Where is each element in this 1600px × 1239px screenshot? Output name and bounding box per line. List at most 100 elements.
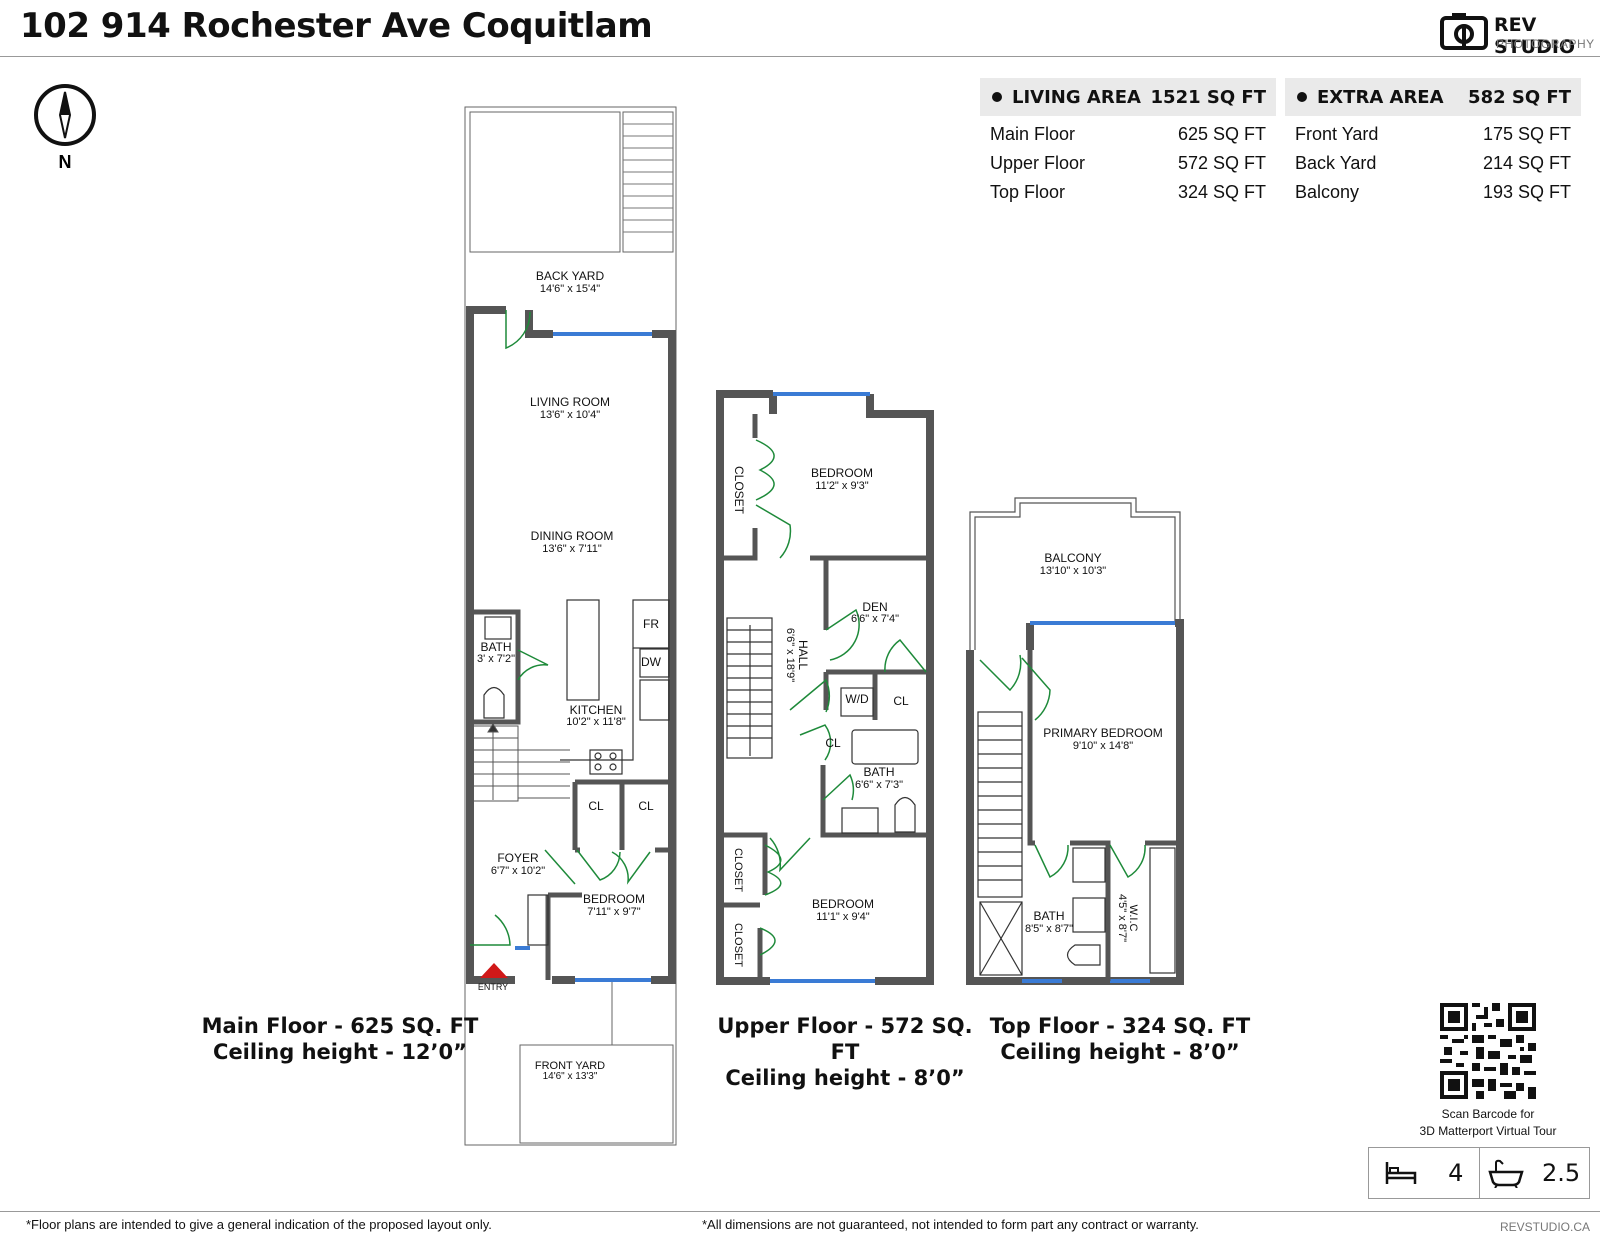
qr-caption-line: 3D Matterport Virtual Tour xyxy=(1419,1124,1557,1138)
door-swing xyxy=(822,773,855,801)
room-label: KITCHEN xyxy=(570,703,623,717)
room-dimension: 13'10" x 10'3" xyxy=(1040,565,1107,577)
row-value: 572 SQ FT xyxy=(1177,153,1266,173)
footer-disclaimer-center: *All dimensions are not guaranteed, not … xyxy=(702,1217,1199,1232)
footer-divider xyxy=(0,1211,1600,1212)
bathtub xyxy=(851,729,919,765)
room-label: FOYER xyxy=(497,851,539,865)
room-label: W.I.C xyxy=(1127,905,1139,932)
fridge xyxy=(632,599,670,649)
bathroom-count-value: 2.5 xyxy=(1541,1159,1581,1187)
back-yard-patio xyxy=(469,111,621,253)
upper-floor-area: Upper Floor - 572 SQ. FT xyxy=(717,1014,973,1064)
room-dimension: 13'6" x 7'11" xyxy=(542,543,602,555)
bedroom-count-value: 4 xyxy=(1448,1159,1464,1187)
room-dimension: 6'7" x 10'2" xyxy=(491,865,545,877)
top-floor-ceiling: Ceiling height - 8’0” xyxy=(1000,1040,1240,1064)
room-label: BATH xyxy=(863,765,894,779)
room-dimension: 13'6" x 10'4" xyxy=(540,409,600,421)
logo-subtitle: PHOTOGRAPHY xyxy=(1496,37,1595,51)
main-floor-ceiling: Ceiling height - 12’0” xyxy=(213,1040,467,1064)
door-swing xyxy=(544,849,576,885)
room-label: W/D xyxy=(845,692,869,706)
logo: REV STUDIO PHOTOGRAPHY xyxy=(1440,8,1594,58)
living-area-label: LIVING AREA xyxy=(1012,86,1141,108)
camera-icon xyxy=(1440,13,1488,50)
room-dimension: 11'2" x 9'3" xyxy=(815,480,868,492)
kitchen-sink xyxy=(639,679,670,721)
entry-label: ENTRY xyxy=(478,982,508,992)
room-dimension: 14'6" x 15'4" xyxy=(540,283,600,295)
upper-stairs xyxy=(726,617,773,759)
room-label: CL xyxy=(588,799,604,813)
extra-area-label: EXTRA AREA xyxy=(1317,86,1444,108)
bullet-icon xyxy=(992,92,1002,102)
shower xyxy=(979,901,1023,976)
room-label: CLOSET xyxy=(732,466,746,515)
row-name: Upper Floor xyxy=(990,153,1086,173)
room-label: CL xyxy=(825,736,841,750)
room-dimension: 10'2" x 11'8" xyxy=(566,716,626,728)
door-swing xyxy=(517,649,549,681)
row-value: 625 SQ FT xyxy=(1177,124,1266,144)
room-label: BEDROOM xyxy=(811,466,873,480)
top-floor-area: Top Floor - 324 SQ. FT xyxy=(989,1014,1251,1038)
room-counts: 4 2.5 xyxy=(1368,1147,1590,1199)
door-swing xyxy=(611,851,651,885)
footer-disclaimer-left: *Floor plans are intended to give a gene… xyxy=(26,1217,492,1232)
room-label: DW xyxy=(641,655,662,669)
balcony-outline xyxy=(969,497,1181,650)
room-dimension: 3' x 7'2" xyxy=(477,653,515,665)
upper-floor-ceiling: Ceiling height - 8’0” xyxy=(725,1066,965,1090)
main-west-wall xyxy=(466,306,515,984)
bed-icon xyxy=(1385,1162,1417,1184)
compass-icon: N xyxy=(34,84,96,172)
room-label: BATH xyxy=(480,640,511,654)
main-north-wall-left xyxy=(525,310,553,338)
room-label: DINING ROOM xyxy=(531,529,614,543)
row-name: Main Floor xyxy=(990,124,1076,144)
row-name: Balcony xyxy=(1295,182,1360,202)
qr-code[interactable] xyxy=(1440,1003,1536,1099)
room-dimension: 6'6" x 7'3" xyxy=(855,779,903,791)
room-label: BEDROOM xyxy=(583,892,645,906)
toilet xyxy=(894,796,916,833)
top-stairs xyxy=(977,711,1023,898)
room-dimension: 11'1" x 9'4" xyxy=(816,911,869,923)
door-swing xyxy=(1021,657,1051,721)
footer-url[interactable]: REVSTUDIO.CA xyxy=(1499,1220,1590,1234)
room-label: FRONT YARD xyxy=(535,1060,605,1072)
door-swing xyxy=(470,914,511,946)
closet-door-swing xyxy=(759,927,776,956)
door-swing xyxy=(1109,844,1146,879)
room-dimension: 9'10" x 14'8" xyxy=(1073,740,1133,752)
bullet-icon xyxy=(1297,92,1307,102)
door-swing xyxy=(576,849,621,881)
room-label: CL xyxy=(638,799,654,813)
table-row: Upper Floor 572 SQ FT xyxy=(980,149,1276,178)
room-dimension: 8'5" x 8'7" xyxy=(1025,923,1073,935)
bench xyxy=(527,894,549,946)
washer-dryer xyxy=(840,687,874,717)
main-floor-caption: Main Floor - 625 SQ. FT Ceiling height -… xyxy=(200,1013,480,1065)
row-value: 175 SQ FT xyxy=(1482,124,1571,144)
room-dimension: 6'6" x 18'9" xyxy=(784,628,796,682)
room-label: LIVING ROOM xyxy=(530,395,610,409)
extra-area-total: 582 SQ FT xyxy=(1468,86,1571,108)
door-swing xyxy=(799,724,832,761)
entry-marker-icon xyxy=(480,963,508,978)
back-stairs xyxy=(622,111,674,253)
compass-label: N xyxy=(59,152,72,172)
room-dimension: 14'6" x 13'3" xyxy=(543,1071,598,1082)
upper-floor-caption: Upper Floor - 572 SQ. FT Ceiling height … xyxy=(700,1013,990,1091)
vanity-sink xyxy=(1072,897,1106,933)
living-area-table: LIVING AREA 1521 SQ FT Main Floor 625 SQ … xyxy=(980,78,1276,207)
door-swing xyxy=(769,837,811,873)
closet-door-swing xyxy=(755,439,775,501)
living-area-header: LIVING AREA 1521 SQ FT xyxy=(980,78,1276,116)
row-name: Back Yard xyxy=(1295,153,1377,173)
door-swing xyxy=(979,654,1022,692)
